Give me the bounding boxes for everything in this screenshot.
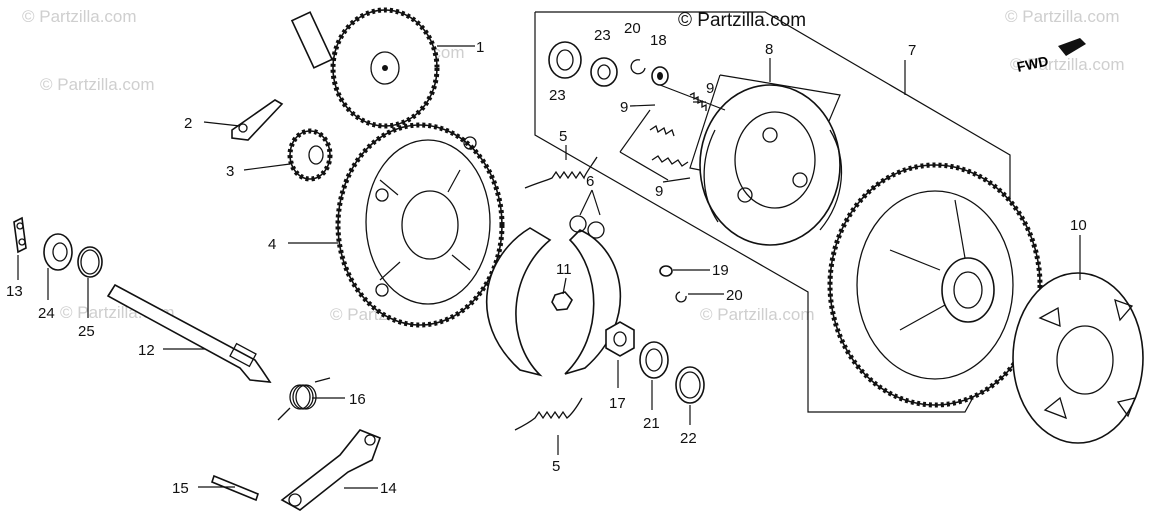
washer-22 — [675, 366, 705, 404]
fwd-label: FWD — [1015, 53, 1050, 75]
callout-14: 14 — [380, 480, 397, 497]
driven-gear-with-shaft — [290, 7, 440, 129]
clutch-outer-drum — [827, 162, 1043, 408]
callout-6: 6 — [586, 173, 594, 190]
callout-7: 7 — [908, 42, 916, 59]
callout-13: 13 — [6, 283, 23, 300]
brake-shoes — [485, 215, 622, 377]
small-gear — [287, 128, 333, 182]
washer-25 — [77, 246, 103, 278]
callout-24: 24 — [38, 305, 55, 322]
callout-2: 2 — [184, 115, 192, 132]
callout-22: 22 — [680, 430, 697, 447]
callout-16: 16 — [349, 391, 366, 408]
oil-seal — [43, 233, 73, 271]
kick-arm — [280, 429, 382, 511]
callout-5-upper: 5 — [559, 128, 567, 145]
kick-shaft — [106, 283, 272, 383]
assembly-bracket — [534, 11, 1011, 413]
callout-9-bottom: 9 — [655, 183, 663, 200]
pin — [211, 474, 259, 502]
bearing-lower — [590, 57, 618, 87]
cover-plate — [1012, 272, 1144, 444]
spring-lower — [514, 397, 583, 431]
callout-21: 21 — [643, 415, 660, 432]
callout-23-bottom: 23 — [549, 87, 566, 104]
copyright-text: © Partzilla.com — [678, 10, 806, 31]
plate-part — [231, 99, 284, 141]
callout-20-bottom: 20 — [726, 287, 743, 304]
callout-15: 15 — [172, 480, 189, 497]
callout-25: 25 — [78, 323, 95, 340]
spring-upper — [524, 156, 598, 189]
clip-20 — [675, 291, 687, 303]
callout-9-top: 9 — [706, 80, 714, 97]
bearing-upper — [548, 41, 582, 79]
callout-1: 1 — [476, 39, 484, 56]
watermark: © Partzilla.com — [22, 7, 137, 26]
washer-19 — [659, 265, 673, 277]
watermark: © Partzilla.com — [1010, 55, 1125, 74]
watermark: © Partzilla.com — [40, 75, 155, 94]
callout-8: 8 — [765, 41, 773, 58]
nut-small — [551, 291, 573, 311]
washer-21 — [639, 341, 669, 379]
callout-4: 4 — [268, 236, 276, 253]
clutch-weight-assembly — [699, 84, 843, 246]
clutch-spring-bottom — [651, 155, 689, 167]
callout-20-top: 20 — [624, 20, 641, 37]
callout-12: 12 — [138, 342, 155, 359]
callout-23-top: 23 — [594, 27, 611, 44]
callout-labels: 1 2 3 4 5 5 6 7 8 9 9 9 10 11 12 13 14 1… — [6, 20, 1087, 497]
clutch-drum-sprocket — [335, 122, 505, 328]
clip-part — [630, 59, 646, 75]
washer-small — [651, 66, 669, 86]
watermark: © Partzilla.com — [1005, 7, 1120, 26]
leader-lines — [17, 45, 1081, 489]
clutch-spring-left — [649, 124, 675, 137]
link-plate — [13, 216, 27, 254]
callout-9-left: 9 — [620, 99, 628, 116]
callout-19: 19 — [712, 262, 729, 279]
watermark: © Partzilla.com — [700, 305, 815, 324]
callout-3: 3 — [226, 163, 234, 180]
return-spring — [277, 377, 331, 421]
nut-large — [605, 321, 635, 357]
callout-10: 10 — [1070, 217, 1087, 234]
fwd-arrow-icon: FWD — [1015, 38, 1086, 75]
callout-17: 17 — [609, 395, 626, 412]
callout-18: 18 — [650, 32, 667, 49]
clutch-spring-right — [689, 91, 707, 111]
callout-11: 11 — [556, 261, 572, 278]
callout-5-lower: 5 — [552, 458, 560, 475]
